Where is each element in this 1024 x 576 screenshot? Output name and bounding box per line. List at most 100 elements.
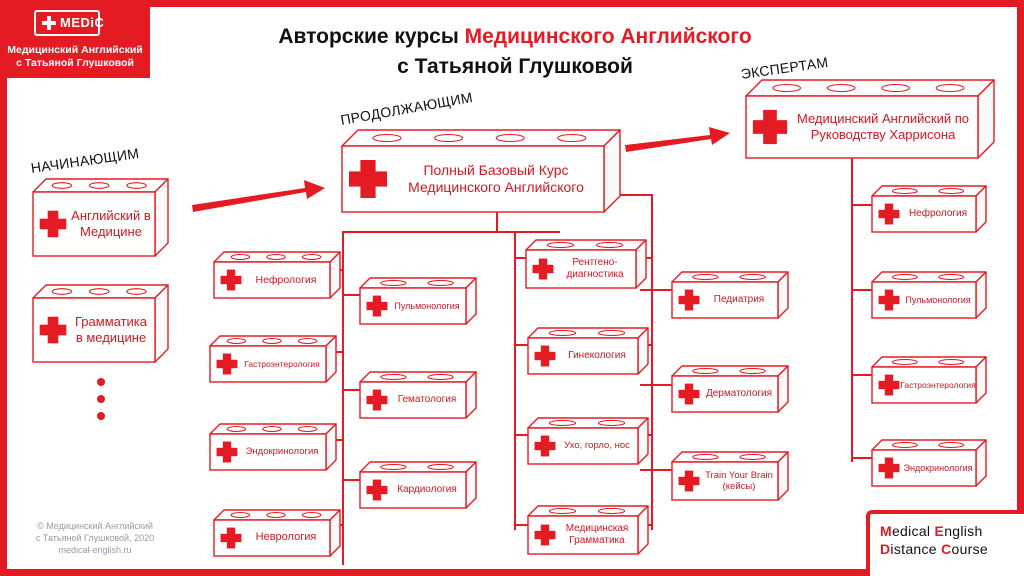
medical-cross-icon	[534, 435, 556, 457]
module-gynecology-label: Гинекология	[568, 350, 626, 361]
medical-cross-icon	[878, 289, 900, 311]
module-dermatology[interactable]: Дерматология	[671, 365, 789, 413]
expert-module-gastroenterology-label: Гастроэнтерология	[900, 379, 976, 390]
medical-cross-icon	[349, 160, 387, 198]
module-train-your-brain-label: Train Your Brain (кейсы)	[705, 469, 773, 492]
course-harrison[interactable]: Медицинский Английский по Руководству Ха…	[745, 79, 995, 159]
brick-shape	[871, 439, 987, 487]
brick-stud	[297, 337, 318, 345]
course-full-base[interactable]: Полный Базовый Курс Медицинского Английс…	[341, 129, 621, 213]
brick-stud	[297, 425, 318, 433]
course-english-in-medicine[interactable]: Английский в Медицине	[32, 178, 169, 257]
medical-cross-icon	[878, 203, 900, 225]
expert-module-pulmonology[interactable]: Пульмонология	[871, 271, 987, 319]
course-grammar-in-medicine[interactable]: Грамматика в медицине	[32, 284, 169, 363]
course-badge-line2: Distance Course	[880, 540, 1024, 558]
expert-module-endocrinology[interactable]: Эндокринология	[871, 439, 987, 487]
medical-cross-icon	[678, 470, 700, 492]
brick-top-face	[359, 277, 477, 289]
medical-cross-icon	[216, 441, 238, 463]
medical-cross-icon	[878, 457, 900, 479]
brick-stud	[548, 507, 577, 515]
medical-cross-icon	[220, 269, 242, 291]
more-dot-1	[97, 378, 105, 386]
module-cardiology[interactable]: Кардиология	[359, 461, 477, 509]
page-title-accent: Медицинского Английского	[464, 25, 752, 48]
badge-letter-d: D	[880, 541, 891, 557]
module-radiology[interactable]: Рентгено-диагностика	[525, 239, 647, 289]
module-hematology[interactable]: Гематология	[359, 371, 477, 419]
brick-stud	[891, 441, 918, 449]
brick-stud	[262, 337, 282, 345]
brick-stud	[938, 187, 965, 195]
expert-module-nephrology-label: Нефрология	[908, 208, 968, 219]
copyright-line3: medical-english.ru	[58, 545, 132, 555]
module-gynecology[interactable]: Гинекология	[527, 327, 649, 375]
brick-stud	[548, 329, 577, 337]
module-pulmonology[interactable]: Пульмонология	[359, 277, 477, 325]
brick-shape	[359, 277, 477, 325]
module-endocrinology-label: Эндокринология	[245, 446, 319, 458]
brick-stud	[266, 511, 286, 519]
brick-stud	[88, 288, 110, 295]
brick-stud	[548, 419, 577, 427]
medical-cross-icon	[366, 389, 388, 411]
brick-shape	[871, 356, 987, 404]
medical-cross-icon	[366, 479, 388, 501]
brick-shape	[527, 505, 649, 555]
module-dermatology-label: Дерматология	[705, 388, 773, 399]
module-ent[interactable]: Ухо, горло, нос	[527, 417, 649, 465]
expert-module-nephrology[interactable]: Нефрология	[871, 185, 987, 233]
brick-stud	[881, 83, 910, 93]
brick-stud	[230, 253, 251, 261]
brick-top-face	[671, 451, 789, 463]
module-gastroenterology-label: Гастроэнтерология	[244, 358, 320, 369]
badge-letter-m: M	[880, 523, 892, 539]
brick-top-face	[671, 271, 789, 283]
brick-stud	[266, 253, 286, 261]
brick-stud	[226, 337, 247, 345]
brick-shape	[527, 417, 649, 465]
module-nephrology[interactable]: Нефрология	[213, 251, 341, 299]
brick-stud	[230, 511, 251, 519]
logo-caption-line2: с Татьяной Глушковой	[16, 57, 134, 69]
brick-shape	[745, 79, 995, 159]
brick-stud	[427, 279, 454, 287]
module-neurology[interactable]: Неврология	[213, 509, 341, 557]
medical-cross-icon	[216, 353, 238, 375]
medical-cross-icon	[220, 527, 242, 549]
brick-stud	[51, 288, 73, 295]
medical-cross-icon	[534, 524, 556, 546]
brick-shape	[359, 461, 477, 509]
brick-stud	[772, 83, 802, 93]
page-title-part1: Авторские курсы	[278, 25, 465, 48]
module-medical-grammar[interactable]: Медицинская Грамматика	[527, 505, 649, 555]
brick-top-face	[525, 239, 647, 251]
logo-badge: MEDiC	[34, 10, 104, 36]
course-full-base-label: Полный Базовый Курс Медицинского Английс…	[408, 162, 584, 195]
brick-stud	[495, 133, 525, 143]
medical-cross-icon	[534, 345, 556, 367]
brick-top-face	[871, 356, 987, 368]
medical-cross-icon	[39, 210, 67, 238]
brick-stud	[935, 83, 965, 93]
badge-word-nglish: nglish	[944, 523, 983, 539]
module-ent-label: Ухо, горло, нос	[564, 440, 630, 452]
brick-stud	[372, 133, 402, 143]
module-pediatrics[interactable]: Педиатрия	[671, 271, 789, 319]
module-train-your-brain[interactable]: Train Your Brain (кейсы)	[671, 451, 789, 501]
brick-top-face	[671, 365, 789, 377]
brick-stud	[427, 373, 454, 381]
page-title-line2: с Татьяной Глушковой	[397, 55, 633, 78]
module-pediatrics-label: Педиатрия	[713, 294, 765, 305]
brick-top-face	[871, 439, 987, 451]
medical-cross-icon	[678, 383, 700, 405]
brick-top-face	[871, 185, 987, 197]
brick-stud	[126, 288, 147, 295]
arrow-beginner-to-continuing	[192, 180, 325, 212]
module-endocrinology[interactable]: Эндокринология	[209, 423, 337, 471]
brick-stud	[692, 273, 719, 281]
module-gastroenterology[interactable]: Гастроэнтерология	[209, 335, 337, 383]
expert-module-gastroenterology[interactable]: Гастроэнтерология	[871, 356, 987, 404]
brick-stud	[51, 182, 73, 189]
